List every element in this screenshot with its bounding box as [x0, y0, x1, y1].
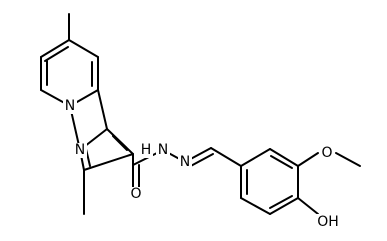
bond [240, 197, 271, 215]
atom-label-n-imidazole: N [75, 142, 85, 158]
atom-label-o-methoxy: O [321, 145, 332, 161]
bond [40, 39, 70, 58]
atom-label-n-amide: N [158, 142, 168, 158]
atom-label-n-imine: N [180, 154, 190, 170]
bond [270, 155, 293, 169]
bond [269, 195, 293, 209]
methoxy-methyl-bond [335, 152, 361, 167]
bond [112, 135, 128, 151]
bond [44, 46, 69, 62]
pyridine-ring [40, 13, 99, 107]
bond [106, 128, 134, 155]
bond [240, 148, 271, 167]
benzene-ring [240, 148, 299, 215]
hydroxyl-bond [297, 197, 319, 215]
bond [269, 197, 299, 215]
methoxy-bond [297, 152, 319, 167]
bond [68, 39, 99, 58]
atom-label-o-carbonyl: O [130, 186, 141, 202]
atom-label-n-bridge: N [65, 98, 75, 114]
atom-label-oh: OH [317, 214, 339, 230]
bond [97, 89, 108, 130]
bond [269, 148, 299, 167]
atom-label-h-amide: H [141, 142, 152, 158]
bond [83, 153, 134, 171]
bond [210, 147, 242, 167]
